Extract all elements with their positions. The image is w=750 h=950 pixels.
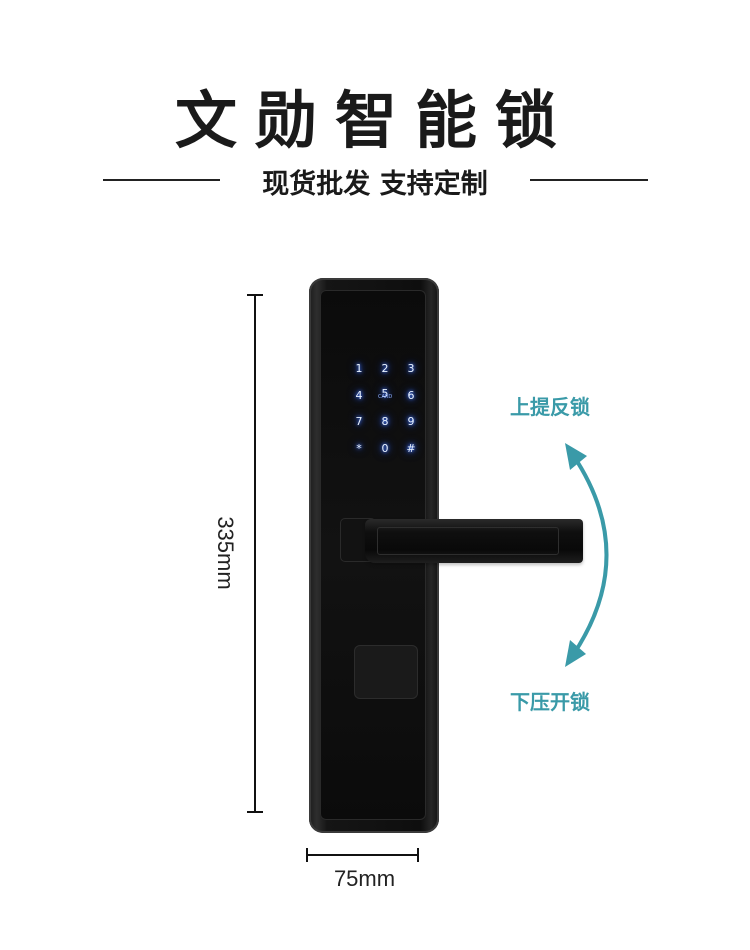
key-5[interactable]: 5: [381, 387, 389, 400]
height-dimension-line: [247, 294, 263, 813]
rotation-arrow: [571, 453, 609, 657]
key-1[interactable]: 1: [355, 362, 363, 375]
lift-to-lock-label: 上提反锁: [510, 395, 590, 419]
subtitle-right-divider: [530, 179, 648, 181]
key-8[interactable]: 8: [381, 415, 389, 428]
subtitle-left-divider: [103, 179, 220, 181]
door-handle[interactable]: [365, 519, 583, 563]
card-label: CARD: [378, 394, 393, 400]
handle-groove: [377, 527, 559, 555]
key-hash[interactable]: #: [406, 442, 416, 455]
card-reader-pad[interactable]: [354, 645, 418, 699]
key-4[interactable]: 4: [355, 389, 363, 402]
arrow-down-head-icon: [565, 640, 586, 667]
key-7[interactable]: 7: [355, 415, 363, 428]
key-2[interactable]: 2: [381, 362, 389, 375]
key-0[interactable]: 0: [381, 442, 389, 455]
width-dimension-label: 75mm: [333, 866, 396, 891]
subtitle-row: 现货批发 支持定制: [0, 160, 750, 200]
key-3[interactable]: 3: [407, 362, 415, 375]
page-title: 文勋智能锁: [174, 84, 575, 157]
press-to-unlock-label: 下压开锁: [510, 690, 590, 714]
height-dimension-label: 335mm: [213, 516, 238, 590]
subtitle: 现货批发 支持定制: [262, 169, 488, 200]
width-dimension-line: [306, 848, 419, 862]
key-6[interactable]: 6: [407, 389, 415, 402]
arrow-up-head-icon: [565, 443, 587, 470]
key-9[interactable]: 9: [407, 415, 415, 428]
key-star[interactable]: *: [356, 442, 362, 455]
touch-keypad: 1 2 3 4 5 6 7 8 9 * 0 # CARD: [350, 358, 430, 468]
